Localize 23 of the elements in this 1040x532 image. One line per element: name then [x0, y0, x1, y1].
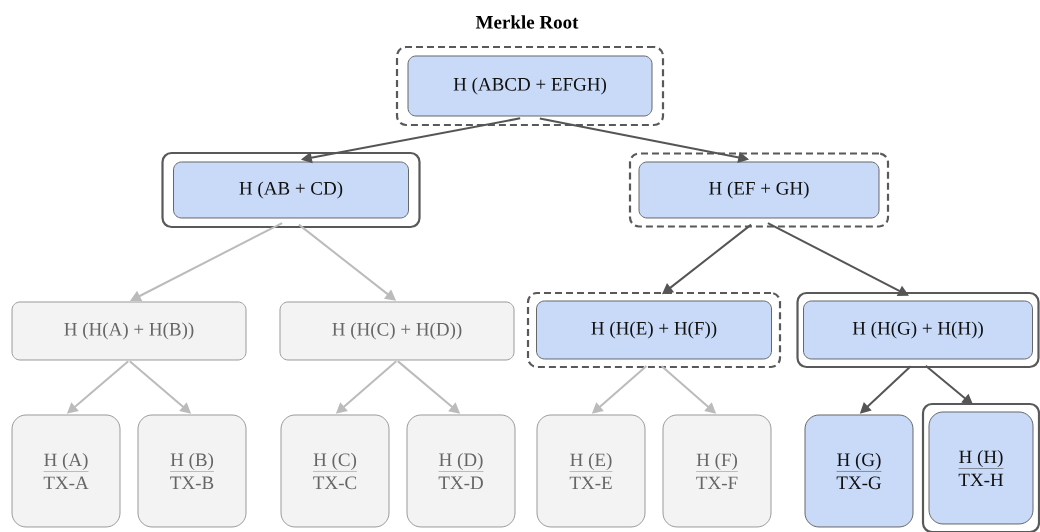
- transaction-box: H (E) TX-E: [536, 414, 646, 528]
- title: Merkle Root: [475, 15, 579, 29]
- highlight-frame: [628, 152, 890, 228]
- highlight-frame: [796, 291, 1040, 369]
- transaction-box: H (A) TX-A: [11, 414, 121, 528]
- hash-box: H (ABCD + EFGH): [407, 55, 653, 117]
- arrow: [130, 222, 284, 302]
- highlight-frame: [921, 402, 1040, 532]
- transaction-box: H (G) TX-G: [804, 414, 914, 528]
- highlight-frame: [526, 291, 782, 369]
- hash-box: H (H(E) + H(F)): [536, 300, 772, 360]
- hash-box: H (EF + GH): [638, 161, 880, 219]
- hash-box: H (H(A) + H(B)): [11, 301, 247, 361]
- highlight-frame: [161, 151, 421, 229]
- transaction-box: H (B) TX-B: [137, 414, 247, 528]
- transaction-box: H (D) TX-D: [406, 414, 516, 528]
- transaction-box: H (H) TX-H: [928, 411, 1034, 525]
- highlight-frame: [395, 45, 665, 127]
- hash-box: H (AB + CD): [173, 161, 409, 219]
- hash-box: H (H(G) + H(H)): [803, 300, 1033, 360]
- transaction-box: H (F) TX-F: [662, 414, 772, 528]
- hash-box: H (H(C) + H(D)): [279, 301, 515, 361]
- transaction-box: H (C) TX-C: [280, 414, 390, 528]
